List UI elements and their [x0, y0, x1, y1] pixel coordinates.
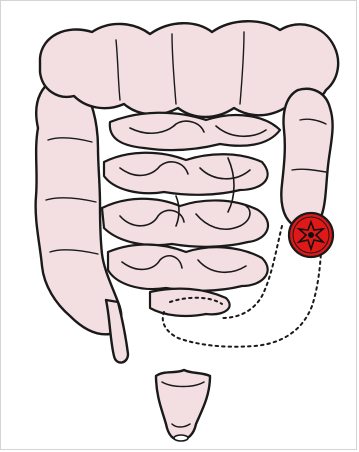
rectum-anus: [156, 370, 210, 441]
appendix: [106, 300, 128, 363]
lesion: [289, 213, 333, 257]
small-intestine: [102, 113, 280, 316]
